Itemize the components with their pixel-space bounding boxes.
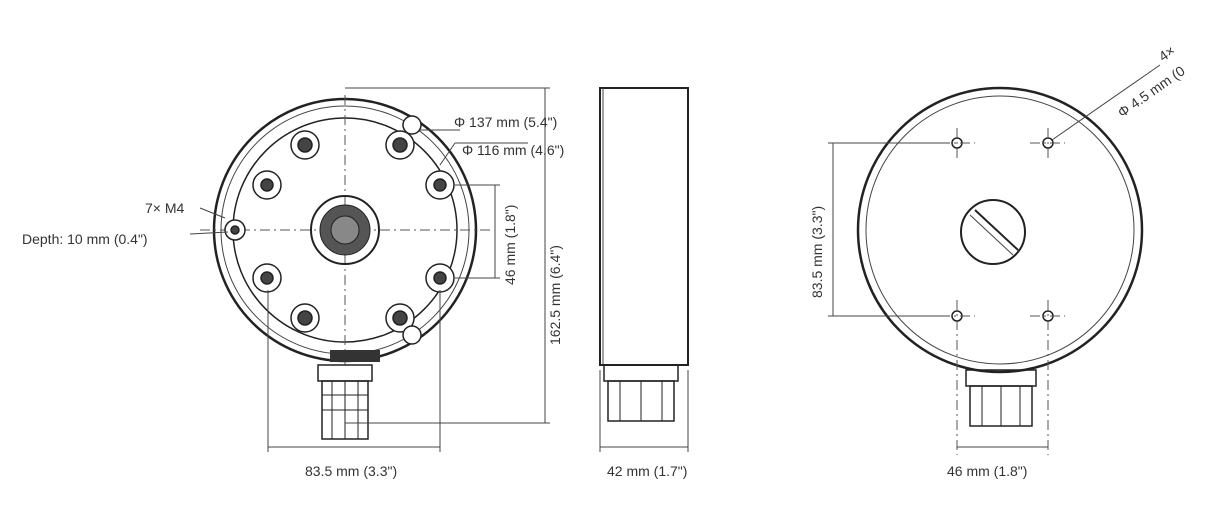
mounting-bosses — [224, 115, 455, 345]
rear-horizontal-spacing: 46 mm (1.8") — [947, 463, 1027, 479]
horizontal-hole-spacing: 83.5 mm (3.3") — [305, 463, 397, 479]
height-dimension: 162.5 mm (6.4") — [547, 245, 563, 345]
center-hub — [310, 195, 380, 265]
side-view: 42 mm (1.7") — [599, 87, 689, 479]
vertical-hole-spacing: 46 mm (1.8") — [502, 205, 518, 285]
cable-gland — [317, 364, 373, 440]
hole-count: 4× — [1156, 42, 1178, 64]
rear-vertical-spacing: 83.5 mm (3.3") — [809, 206, 825, 298]
screw-spec: 7× M4 — [145, 200, 185, 216]
outer-diameter: Φ 137 mm (5.4") — [454, 114, 557, 130]
screw-depth: Depth: 10 mm (0.4") — [22, 231, 148, 247]
rear-view: 83.5 mm (3.3") 46 mm (1.8") 4× Φ 4.5 mm … — [809, 42, 1188, 479]
depth-dimension: 42 mm (1.7") — [607, 463, 687, 479]
inner-diameter: Φ 116 mm (4.6") — [462, 142, 564, 158]
mounting-holes — [951, 137, 1054, 322]
front-view: 162.5 mm (6.4") 46 mm (1.8") 83.5 mm (3.… — [22, 87, 564, 479]
